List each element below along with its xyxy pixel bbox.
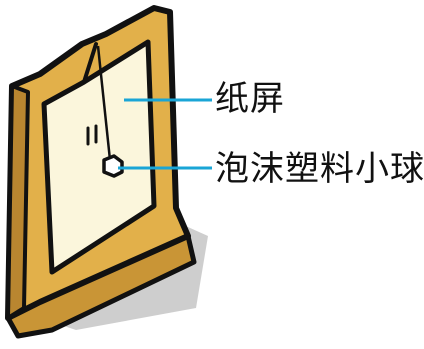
foam-ball [102,154,124,178]
frame-side-edge [6,84,30,320]
thread [96,45,112,161]
hanging-bar [82,42,98,84]
label-paper-screen: 纸屏 [215,79,285,119]
label-foam-ball: 泡沫塑料小球 [215,149,424,189]
